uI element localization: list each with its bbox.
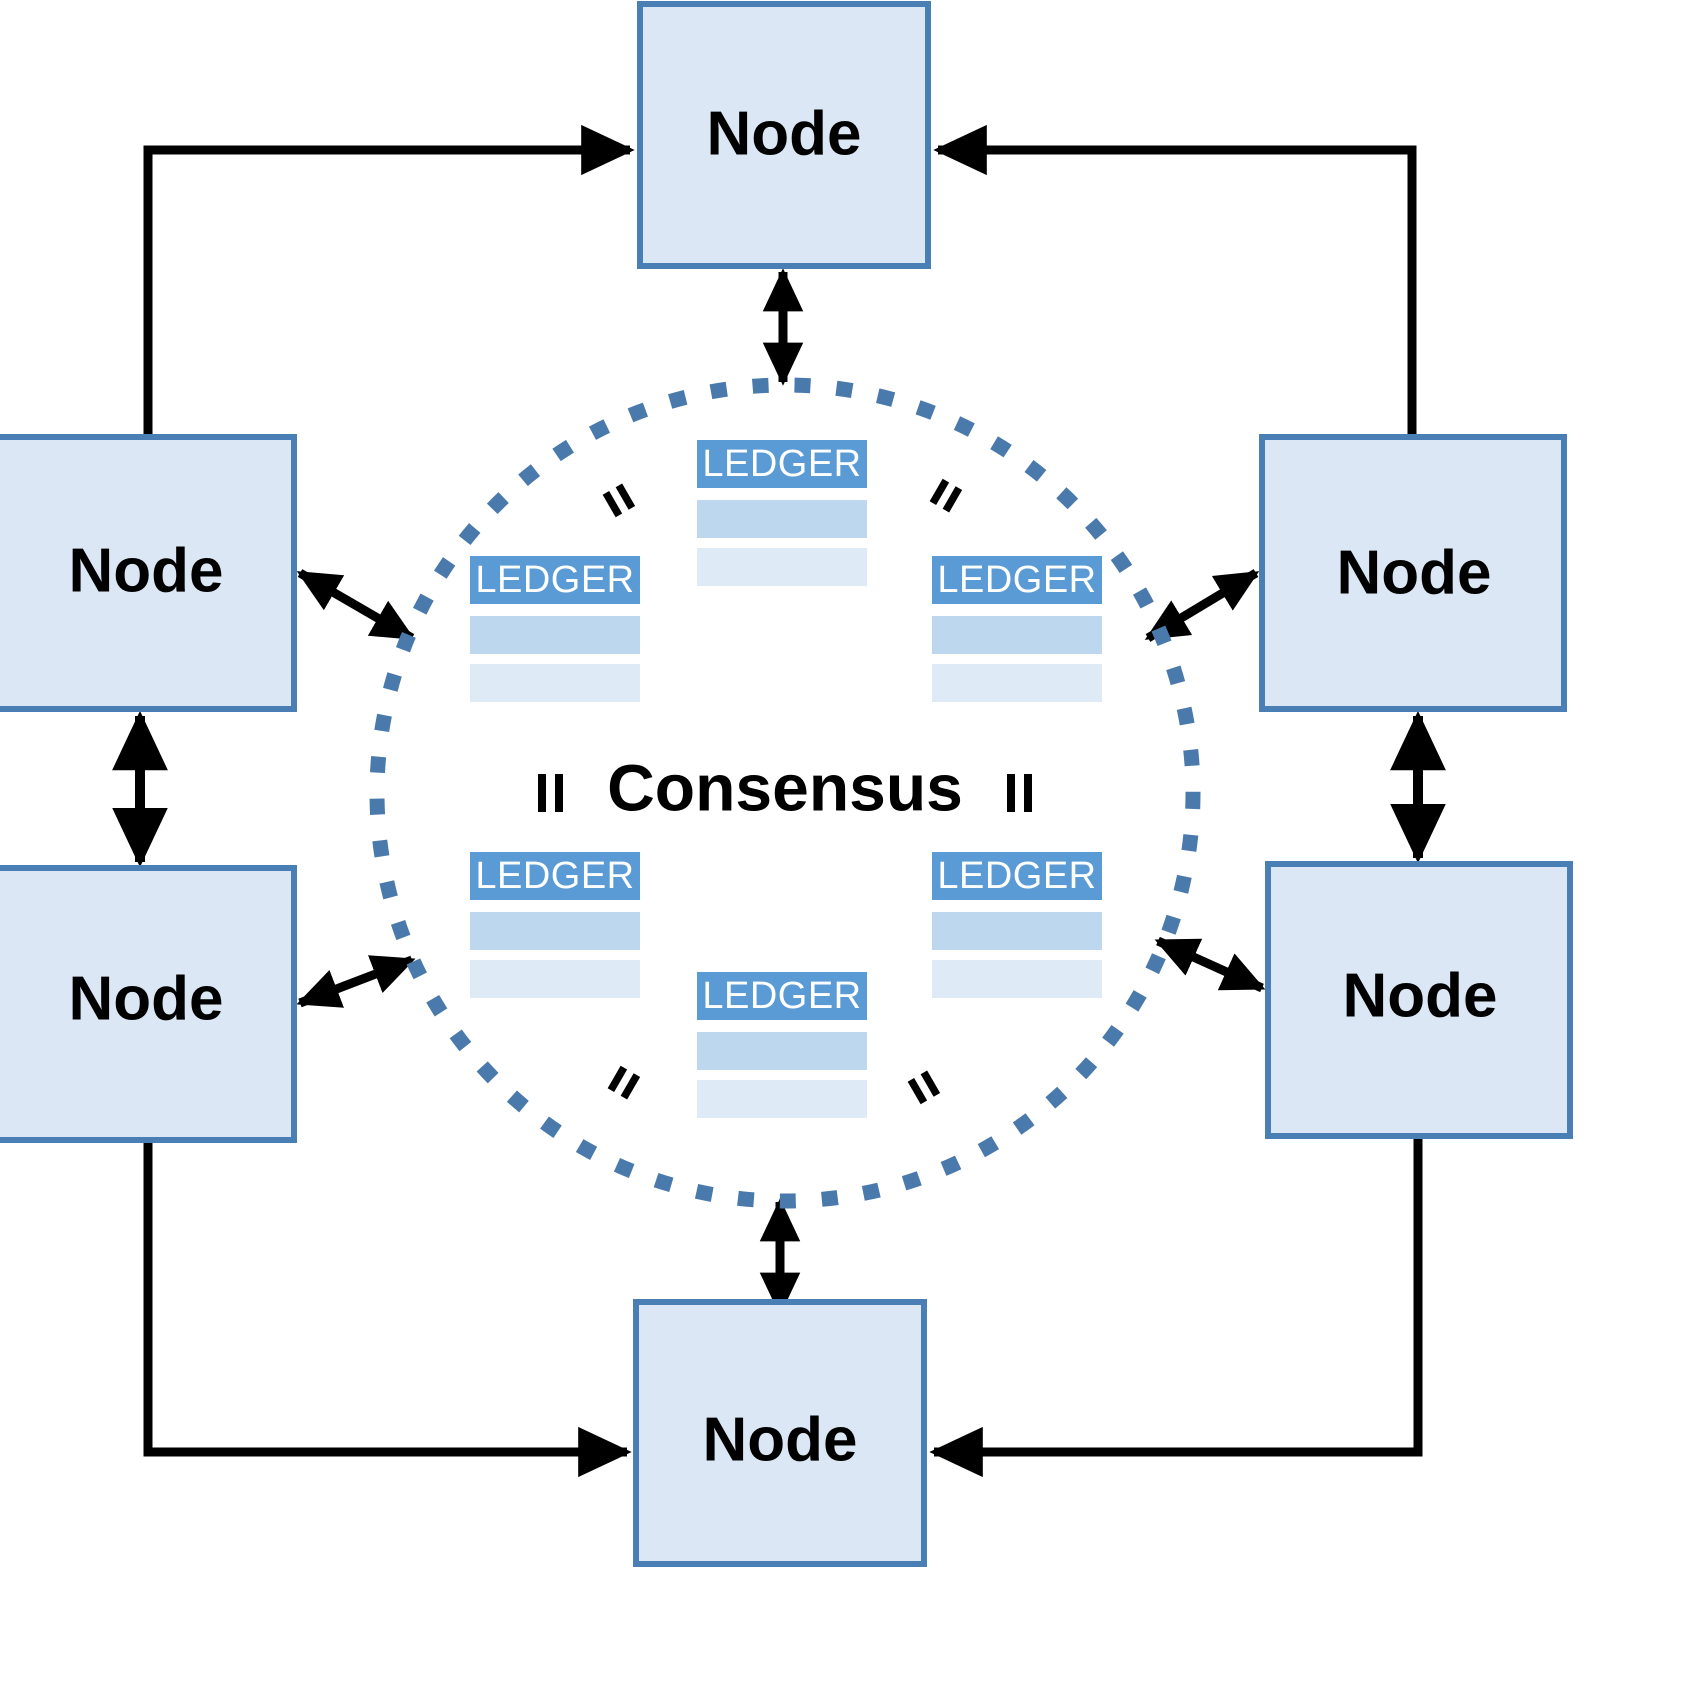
node-top[interactable]: Node <box>637 1 931 269</box>
connector-right-upper-to-top <box>933 124 1417 437</box>
ledger-top-row-2 <box>697 548 867 586</box>
node-left-upper-label: Node <box>69 536 224 605</box>
node-top-box[interactable] <box>637 1 931 269</box>
node-left-upper[interactable]: Node <box>0 434 297 712</box>
equals-mid-right-icon <box>1007 774 1032 812</box>
connector-left-lower-to-bottom <box>143 1140 632 1478</box>
connector-left-lower-center <box>296 955 416 1008</box>
connector-group-center <box>296 268 1266 1316</box>
ledger-upper-right-row-2 <box>932 664 1102 702</box>
consensus-boundary-circle <box>369 377 1201 1209</box>
ledger-lower-right-label: LEDGER <box>937 855 1096 897</box>
ledger-lower-left-row-2 <box>470 960 640 998</box>
node-left-upper-box[interactable] <box>0 434 297 712</box>
node-bottom-label: Node <box>703 1405 858 1474</box>
node-bottom-box[interactable] <box>633 1299 927 1567</box>
ledger-bottom-row-2 <box>697 1080 867 1118</box>
ledger-lower-left[interactable]: LEDGER <box>470 852 640 998</box>
ledger-upper-left-label: LEDGER <box>475 559 634 601</box>
ledger-lower-right-header[interactable] <box>932 852 1102 900</box>
ledger-lower-left-label: LEDGER <box>475 855 634 897</box>
node-right-upper[interactable]: Node <box>1259 434 1567 712</box>
node-left-lower-box[interactable] <box>0 865 297 1143</box>
equals-top-right-icon <box>929 478 963 513</box>
ledger-upper-right[interactable]: LEDGER <box>932 556 1102 702</box>
ledger-top-label: LEDGER <box>702 443 861 485</box>
ledger-upper-right-label: LEDGER <box>937 559 1096 601</box>
node-right-upper-label: Node <box>1337 538 1492 607</box>
ledger-upper-left[interactable]: LEDGER <box>470 556 640 702</box>
node-top-label: Node <box>707 99 862 168</box>
ledger-top[interactable]: LEDGER <box>697 440 867 586</box>
equals-bottom-left-icon <box>607 1065 641 1100</box>
node-right-lower-label: Node <box>1343 961 1498 1030</box>
ledger-upper-left-header[interactable] <box>470 556 640 604</box>
node-right-lower-box[interactable] <box>1265 861 1573 1139</box>
connector-group-outer <box>143 124 1423 1478</box>
ledger-lower-right-row-2 <box>932 960 1102 998</box>
ledger-lower-left-header[interactable] <box>470 852 640 900</box>
connector-left-upper-center <box>296 569 416 642</box>
node-group: Node Node Node Node Node <box>0 1 1573 1567</box>
consensus-label: Consensus <box>607 750 963 824</box>
equals-marks-group <box>538 478 1032 1105</box>
ledger-lower-right[interactable]: LEDGER <box>932 852 1102 998</box>
ledger-top-header[interactable] <box>697 440 867 488</box>
ledger-upper-right-row-1 <box>932 616 1102 654</box>
equals-top-left-icon <box>602 483 636 518</box>
ledger-bottom-label: LEDGER <box>702 975 861 1017</box>
ledger-bottom-row-1 <box>697 1032 867 1070</box>
equals-mid-left-icon <box>538 774 563 812</box>
node-left-lower-label: Node <box>69 964 224 1033</box>
ledger-lower-right-row-1 <box>932 912 1102 950</box>
node-right-upper-box[interactable] <box>1259 434 1567 712</box>
ledger-lower-left-row-1 <box>470 912 640 950</box>
ledger-bottom[interactable]: LEDGER <box>697 972 867 1118</box>
ledger-upper-right-header[interactable] <box>932 556 1102 604</box>
ledger-bottom-header[interactable] <box>697 972 867 1020</box>
node-right-lower[interactable]: Node <box>1265 861 1573 1139</box>
connector-left-upper-to-top <box>143 124 635 437</box>
ledger-top-row-1 <box>697 500 867 538</box>
ledger-upper-left-row-2 <box>470 664 640 702</box>
connector-right-upper-center <box>1144 569 1260 642</box>
connector-right-lower-center <box>1154 936 1266 993</box>
connector-group-vertical <box>112 710 1446 868</box>
equals-bottom-right-icon <box>907 1070 941 1105</box>
node-bottom[interactable]: Node <box>633 1299 927 1567</box>
node-left-lower[interactable]: Node <box>0 865 297 1143</box>
ledger-upper-left-row-1 <box>470 616 640 654</box>
connector-right-lower-to-bottom <box>929 1136 1423 1478</box>
ledger-group: LEDGER LEDGER LEDGER LEDGER <box>470 440 1102 1118</box>
